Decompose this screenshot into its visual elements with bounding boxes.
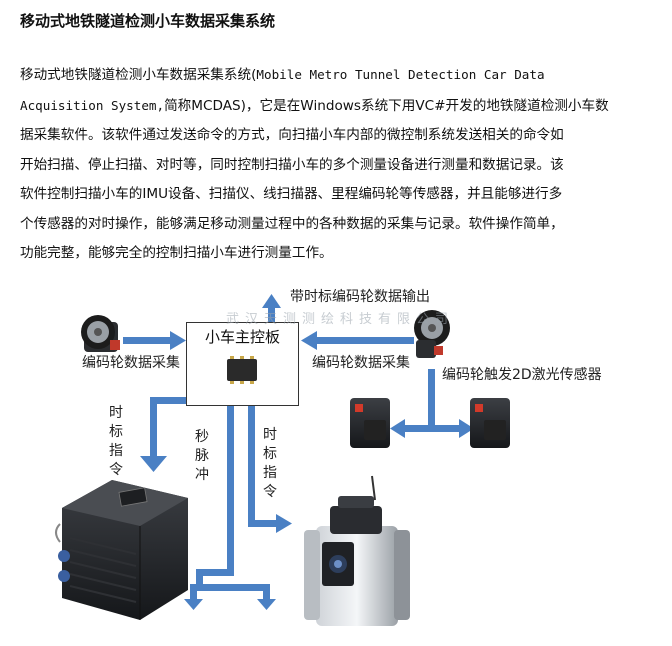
left-encoder-arrow [123, 331, 186, 350]
encoder-right-label: 编码轮数据采集 [312, 355, 410, 371]
sensor-arrow [390, 369, 474, 438]
board-label: 小车主控板 [204, 328, 280, 346]
laser-scanner-icon [304, 475, 410, 626]
time-command-right-label: 时标指令 [263, 427, 277, 500]
laser-sensor-left-icon [350, 398, 390, 448]
bottom-connector [184, 584, 276, 610]
paragraph-line-3: 据采集软件。该软件通过发送命令的方式，向扫描小车内部的微控制系统发送相关的命令如 [20, 127, 564, 143]
output-arrow [262, 294, 281, 324]
system-diagram: 小车主控板 武汉天测测绘科技有限公司 带时标编码轮数据输出 编码轮数据采集 编码… [0, 280, 672, 646]
diagram-graphics [55, 294, 510, 626]
encoder-left-label: 编码轮数据采集 [82, 355, 180, 371]
main-control-board: 小车主控板 [186, 322, 299, 406]
paragraph-line-2: Acquisition System,简称MCDAS)，它是在Windows系统… [20, 97, 609, 114]
encoder-wheel-left-icon [81, 315, 120, 352]
chip-icon [227, 356, 257, 384]
imu-device-icon [55, 480, 188, 620]
right-time-arrow [248, 406, 292, 533]
watermark: 武汉天测测绘科技有限公司 [226, 312, 455, 327]
flow-arrows [123, 294, 474, 610]
right-encoder-arrow [301, 331, 414, 350]
encoder-wheel-right-icon [414, 310, 450, 358]
laser-sensor-right-icon [470, 398, 510, 448]
paragraph-line-6: 个传感器的对时操作，能够满足移动测量过程中的各种数据的采集与记录。软件操作简单， [20, 215, 564, 232]
paragraph-line-7: 功能完整，能够完全的控制扫描小车进行测量工作。 [20, 245, 333, 261]
description-paragraph: 移动式地铁隧道检测小车数据采集系统(Mobile Metro Tunnel De… [20, 60, 652, 269]
paragraph-line-1: 移动式地铁隧道检测小车数据采集系统(Mobile Metro Tunnel De… [20, 67, 545, 83]
paragraph-line-4: 开始扫描、停止扫描、对时等，同时控制扫描小车的多个测量设备进行测量和数据记录。该 [20, 156, 564, 173]
pps-label: 秒脉冲 [195, 429, 209, 483]
pps-line [196, 406, 234, 587]
time-command-left-label: 时标指令 [109, 405, 123, 478]
output-label: 带时标编码轮数据输出 [290, 289, 430, 305]
sensor-label: 编码轮触发2D激光传感器 [442, 367, 602, 383]
left-time-arrow [140, 397, 186, 472]
paragraph-line-5: 软件控制扫描小车的IMU设备、扫描仪、线扫描器、里程编码轮等传感器，并且能够进行… [20, 186, 563, 202]
document-title: 移动式地铁隧道检测小车数据采集系统 [20, 12, 276, 30]
